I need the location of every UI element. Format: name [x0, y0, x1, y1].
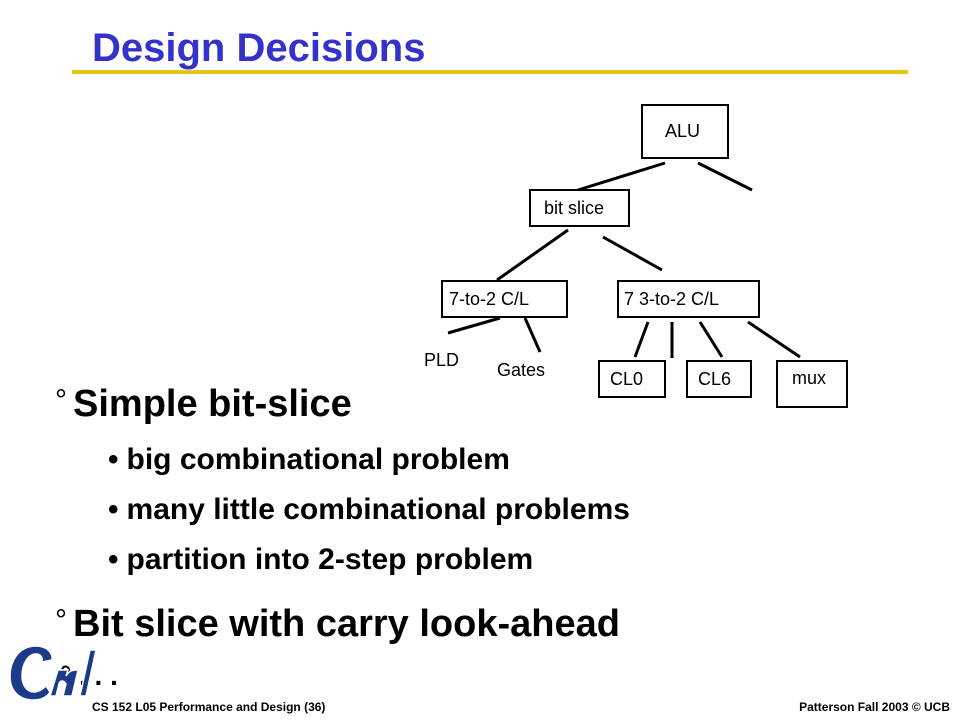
pld-label: PLD — [424, 350, 460, 370]
dot-bullet-icon: • — [108, 443, 119, 476]
cl0-box: CL0 — [598, 360, 666, 398]
cl-7to2-box: 7-to-2 C/L — [441, 280, 568, 318]
dot-bullet-icon: • — [108, 493, 119, 526]
footer-course: CS 152 L05 Performance and Design (36) — [92, 700, 326, 714]
bullet-text: Bit slice with carry look-ahead — [73, 603, 620, 645]
sub-bullet-3: •partition into 2-step problem — [108, 543, 533, 577]
alu-label: ALU — [665, 121, 701, 141]
cl-7to2-label: 7-to-2 C/L — [449, 288, 530, 309]
cl-3to2-label: 7 3-to-2 C/L — [624, 288, 720, 309]
slide-title: Design Decisions — [92, 26, 426, 70]
cal-logo-icon — [9, 645, 96, 701]
degree-bullet-icon: ° — [55, 384, 67, 417]
bit-slice-box: bit slice — [529, 189, 630, 227]
alu-box: ALU — [641, 104, 729, 159]
bullet-carry-look-ahead: °Bit slice with carry look-ahead — [55, 603, 620, 646]
sub-bullet-1: •big combinational problem — [108, 443, 510, 477]
footer-copyright: Patterson Fall 2003 © UCB — [799, 700, 950, 714]
degree-bullet-icon: ° — [55, 604, 67, 637]
decomposition-tree-lines — [447, 161, 801, 359]
sub-bullet-text: many little combinational problems — [126, 493, 630, 526]
cl-3to2-box: 7 3-to-2 C/L — [617, 280, 760, 318]
cl6-box: CL6 — [686, 360, 752, 398]
sub-bullet-text: big combinational problem — [126, 443, 510, 476]
sub-bullet-text: partition into 2-step problem — [126, 543, 534, 576]
mux-box: mux — [776, 360, 848, 408]
sub-bullet-2: •many little combinational problems — [108, 493, 630, 527]
dot-bullet-icon: • — [108, 543, 119, 576]
cl0-label: CL0 — [610, 368, 644, 389]
mux-label: mux — [792, 368, 827, 388]
bit-slice-label: bit slice — [544, 197, 605, 218]
title-underline — [72, 70, 908, 74]
bullet-text: Simple bit-slice — [73, 383, 352, 425]
bullet-simple-bit-slice: °Simple bit-slice — [55, 383, 352, 426]
cl6-label: CL6 — [698, 368, 732, 389]
gates-label: Gates — [497, 360, 546, 380]
